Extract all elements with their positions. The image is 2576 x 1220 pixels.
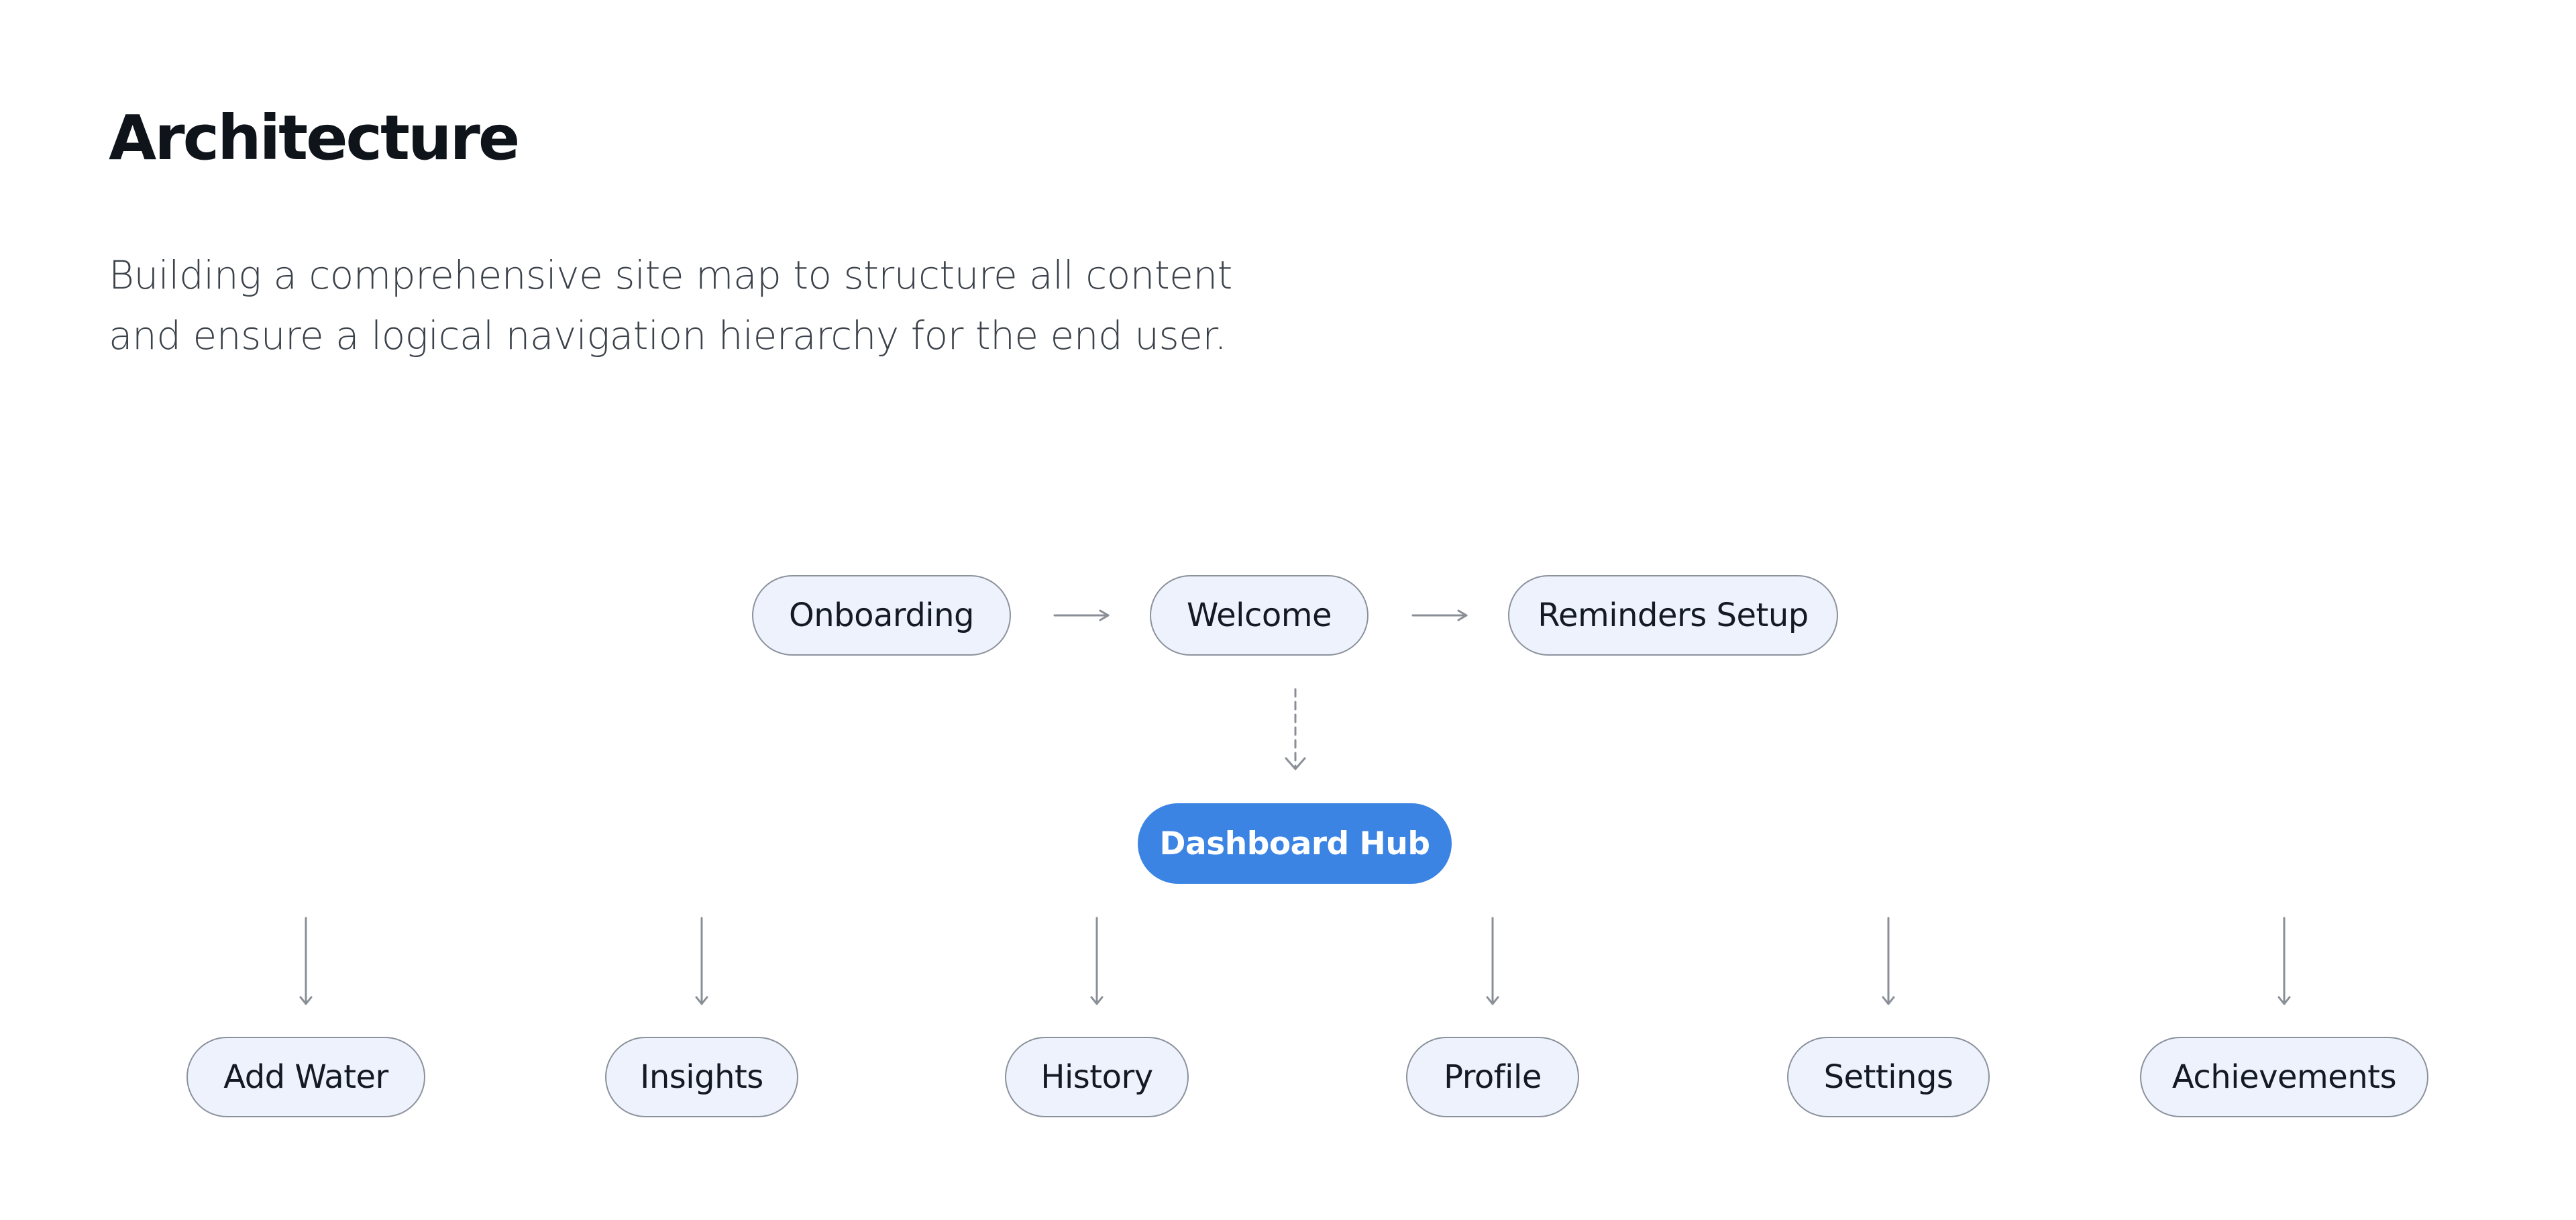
node-onboarding[interactable]: Onboarding <box>752 575 1011 656</box>
arrow-hub-to-add-water <box>299 917 313 1005</box>
node-dashboard-hub[interactable]: Dashboard Hub <box>1138 803 1452 884</box>
description-line-1: Building a comprehensive site map to str… <box>109 252 1232 298</box>
arrow-onboarding-to-welcome <box>1053 609 1110 621</box>
page-description: Building a comprehensive site map to str… <box>109 245 1383 366</box>
description-line-2: and ensure a logical navigation hierarch… <box>109 313 1227 358</box>
node-insights[interactable]: Insights <box>605 1037 798 1117</box>
node-profile[interactable]: Profile <box>1406 1037 1579 1117</box>
arrow-hub-to-insights <box>695 917 708 1005</box>
arrow-hub-to-settings <box>1882 917 1895 1005</box>
arrow-hub-to-achievements <box>2277 917 2291 1005</box>
page-title: Architecture <box>109 102 520 174</box>
node-add-water[interactable]: Add Water <box>186 1037 425 1117</box>
node-welcome[interactable]: Welcome <box>1150 575 1368 656</box>
node-achievements[interactable]: Achievements <box>2140 1037 2428 1117</box>
node-settings[interactable]: Settings <box>1787 1037 1990 1117</box>
arrow-welcome-to-hub <box>1285 688 1306 770</box>
node-history[interactable]: History <box>1005 1037 1189 1117</box>
arrow-welcome-to-reminders <box>1411 609 1468 621</box>
arrow-hub-to-profile <box>1486 917 1499 1005</box>
node-reminders-setup[interactable]: Reminders Setup <box>1508 575 1838 656</box>
arrow-hub-to-history <box>1090 917 1104 1005</box>
